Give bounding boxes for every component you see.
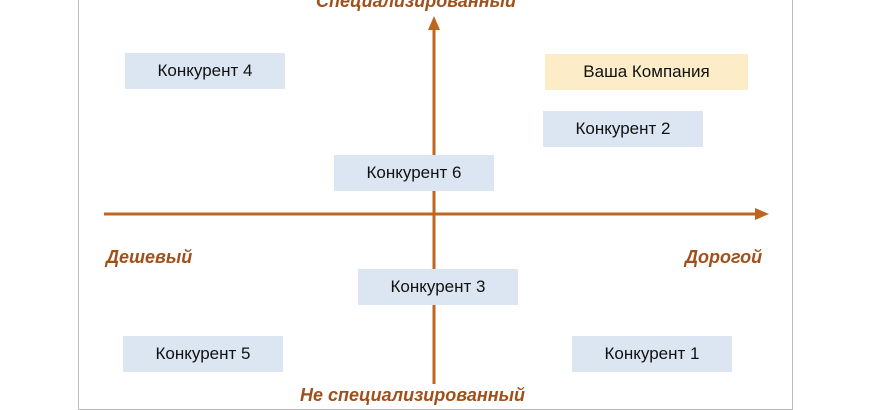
axis-label-right: Дорогой [685,247,763,267]
axis-label-bottom: Не специализированный [300,385,525,405]
horizontal-arrowhead [755,208,769,220]
axis-label-top: Специализированный [316,0,516,11]
competitor-5: Конкурент 5 [123,336,283,372]
competitor-2: Конкурент 2 [543,111,703,147]
competitor-6: Конкурент 6 [334,155,494,191]
vertical-arrowhead [428,16,440,30]
axes [104,16,769,384]
competitor-4: Конкурент 4 [125,53,285,89]
your-company: Ваша Компания [545,54,748,90]
competitor-1: Конкурент 1 [572,336,732,372]
axis-label-left: Дешевый [106,247,193,267]
competitor-3: Конкурент 3 [358,269,518,305]
